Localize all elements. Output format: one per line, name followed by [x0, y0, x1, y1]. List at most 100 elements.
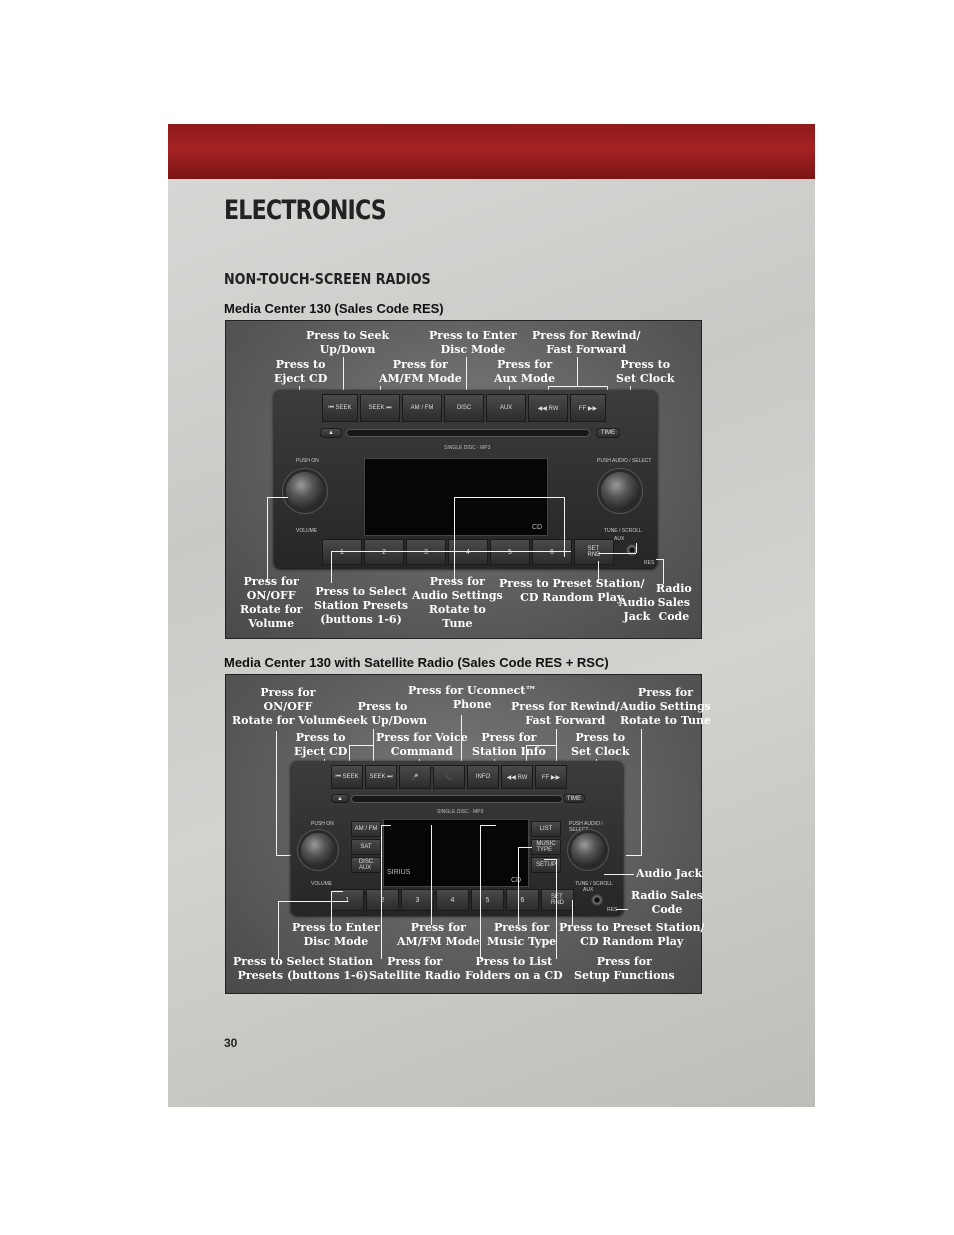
page-number: 30 — [224, 1036, 238, 1050]
preset-button-5[interactable]: 5 — [490, 539, 530, 565]
radio-unit-res-rsc: ⏮ SEEK SEEK ⏭ 🎤 📞 INFO ◀◀ RW FF ▶▶ ▲ TIM… — [291, 761, 623, 915]
amfm-button[interactable]: AM / FM — [402, 394, 442, 422]
callout-eject: Press to Eject CD — [294, 731, 348, 758]
callout-amfm: Press for AM/FM Mode — [397, 921, 480, 948]
callout-preset-station: Press to Preset Station/ CD Random Play — [559, 921, 705, 948]
aux-button[interactable]: AUX — [486, 394, 526, 422]
tune-label: TUNE / SCROLL — [575, 881, 613, 887]
callout-volume: Press for ON/OFF Rotate for Volume — [240, 575, 303, 630]
radio-unit-res: ⏮ SEEK SEEK ⏭ AM / FM DISC AUX ◀◀ RW FF … — [274, 390, 657, 568]
preset-button-3[interactable]: 3 — [401, 889, 434, 911]
time-button[interactable]: TIME — [596, 428, 620, 438]
preset-button-3[interactable]: 3 — [406, 539, 446, 565]
callout-satellite: Press for Satellite Radio — [369, 955, 461, 982]
callout-set-clock: Press to Set Clock — [571, 731, 630, 758]
callout-aux: Press for Aux Mode — [494, 358, 556, 385]
callout-rewind-ff: Press for Rewind/ Fast Forward — [532, 329, 641, 356]
res-label: RES — [607, 907, 618, 913]
preset-button-2[interactable]: 2 — [364, 539, 404, 565]
eject-button[interactable]: ▲ — [331, 794, 349, 803]
callout-audio-settings: Press for Audio Settings Rotate to Tune — [620, 686, 712, 727]
callout-list-folders: Press to List Folders on a CD — [465, 955, 563, 982]
callout-disc-mode: Press to Enter Disc Mode — [292, 921, 380, 948]
callout-music-type: Press for Music Type — [487, 921, 557, 948]
preset-button-2[interactable]: 2 — [366, 889, 399, 911]
callout-sales-code: Radio Sales Code — [656, 582, 692, 623]
tune-knob[interactable] — [571, 833, 605, 867]
callout-seek: Press to Seek Up/Down — [338, 700, 428, 727]
display-screen — [383, 819, 529, 887]
callout-uconnect: Press for Uconnect™ Phone — [408, 684, 537, 711]
preset-button-5[interactable]: 5 — [471, 889, 504, 911]
cd-slot — [346, 429, 590, 437]
preset-button-4[interactable]: 4 — [436, 889, 469, 911]
seek-down-button[interactable]: ⏮ SEEK — [331, 765, 363, 789]
sirius-logo: SIRIUS — [387, 869, 411, 876]
volume-label: VOLUME — [311, 881, 333, 887]
callout-rewind-ff: Press for Rewind/ Fast Forward — [511, 700, 620, 727]
callout-eject: Press to Eject CD — [274, 358, 328, 385]
callout-audio-jack: Audio Jack — [619, 596, 655, 623]
callout-audio-settings: Press for Audio Settings Rotate to Tune — [412, 575, 503, 630]
aux-label: AUX — [583, 887, 594, 893]
cd-slot — [351, 795, 563, 803]
tune-label: TUNE / SCROLL — [604, 528, 642, 534]
aux-label: AUX — [614, 536, 625, 542]
disc-aux-button[interactable]: DISC AUX — [351, 857, 381, 873]
list-button[interactable]: LIST — [531, 821, 561, 837]
setup-button[interactable]: SETUP — [531, 857, 561, 873]
figure1-caption: Media Center 130 (Sales Code RES) — [224, 301, 444, 316]
volume-knob[interactable] — [301, 833, 335, 867]
set-rnd-button[interactable]: SET RND — [541, 889, 574, 911]
callout-onoff-volume: Press for ON/OFF Rotate for Volume — [232, 686, 344, 727]
callout-setup: Press for Setup Functions — [574, 955, 675, 982]
callout-sales-code: Radio Sales Code — [631, 889, 703, 916]
manual-page: ELECTRONICS NON-TOUCH-SCREEN RADIOS Medi… — [168, 124, 815, 1107]
header-banner — [168, 124, 815, 179]
sat-button[interactable]: SAT — [351, 839, 381, 855]
music-type-button[interactable]: MUSIC TYPE — [531, 839, 561, 855]
fast-forward-button[interactable]: FF ▶▶ — [570, 394, 606, 422]
preset-button-1[interactable]: 1 — [322, 539, 362, 565]
amfm-button[interactable]: AM / FM — [351, 821, 381, 837]
volume-knob[interactable] — [286, 472, 324, 510]
time-button[interactable]: TIME — [563, 794, 585, 803]
seek-down-button[interactable]: ⏮ SEEK — [322, 394, 358, 422]
preset-button-1[interactable]: 1 — [331, 889, 364, 911]
callout-seek: Press to Seek Up/Down — [306, 329, 390, 356]
figure2-radio-diagram: Press for ON/OFF Rotate for Volume Press… — [225, 674, 711, 994]
res-label: RES — [644, 560, 655, 566]
section-title: ELECTRONICS — [224, 195, 387, 226]
push-audio-label: PUSH AUDIO / SELECT — [597, 458, 652, 464]
callout-preset-station: Press to Preset Station/ CD Random Play — [499, 577, 645, 604]
preset-button-6[interactable]: 6 — [532, 539, 572, 565]
tune-knob[interactable] — [601, 472, 639, 510]
volume-label: VOLUME — [296, 528, 318, 534]
phone-icon[interactable]: 📞 — [433, 765, 465, 789]
preset-button-6[interactable]: 6 — [506, 889, 539, 911]
fast-forward-button[interactable]: FF ▶▶ — [535, 765, 567, 789]
subsection-title: NON-TOUCH-SCREEN RADIOS — [224, 270, 431, 288]
callout-disc-mode: Press to Enter Disc Mode — [429, 329, 517, 356]
callout-presets: Press to Select Station Presets (buttons… — [314, 585, 409, 626]
set-rnd-button[interactable]: SET RND — [574, 539, 614, 565]
audio-jack[interactable] — [591, 894, 603, 906]
seek-up-button[interactable]: SEEK ⏭ — [360, 394, 400, 422]
push-on-label: PUSH ON — [311, 821, 334, 827]
cd-logo: CD — [511, 877, 522, 884]
seek-up-button[interactable]: SEEK ⏭ — [365, 765, 397, 789]
eject-button[interactable]: ▲ — [320, 428, 342, 438]
voice-command-icon[interactable]: 🎤 — [399, 765, 431, 789]
cd-logo: CD — [532, 524, 543, 531]
callout-set-clock: Press to Set Clock — [616, 358, 675, 385]
slot-text: SINGLE DISC · MP3 — [437, 809, 484, 815]
slot-text: SINGLE DISC · MP3 — [444, 445, 491, 451]
rewind-button[interactable]: ◀◀ RW — [528, 394, 568, 422]
callout-presets: Press to Select Station Presets (buttons… — [233, 955, 374, 982]
info-button[interactable]: INFO — [467, 765, 499, 789]
callout-amfm: Press for AM/FM Mode — [379, 358, 462, 385]
rewind-button[interactable]: ◀◀ RW — [501, 765, 533, 789]
disc-button[interactable]: DISC — [444, 394, 484, 422]
push-on-label: PUSH ON — [296, 458, 319, 464]
callout-audio-jack: Audio Jack — [636, 867, 703, 880]
